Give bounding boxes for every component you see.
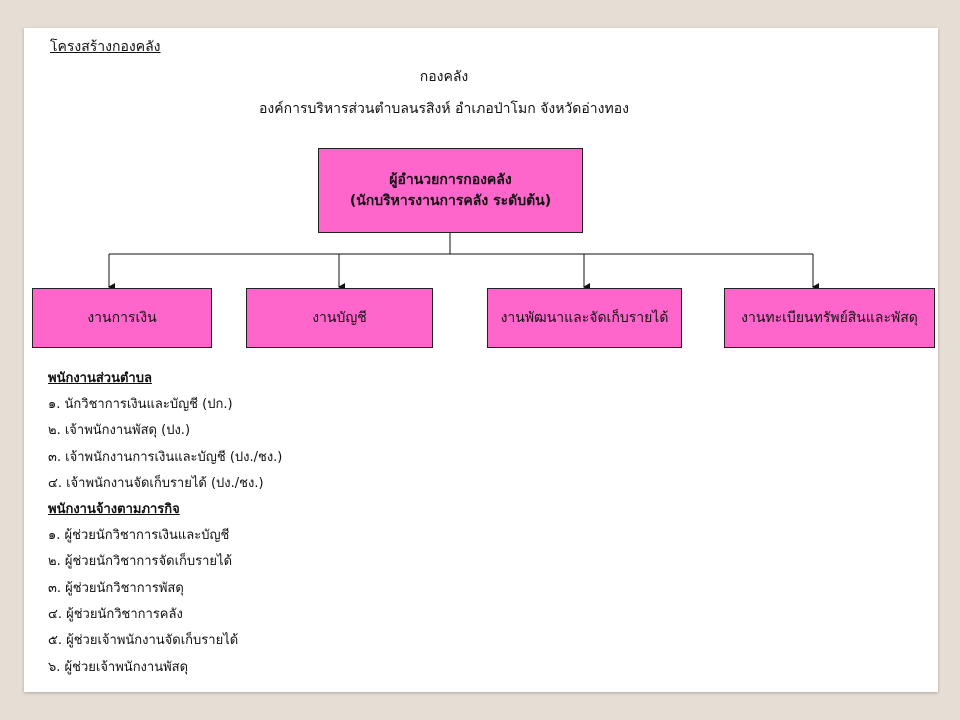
- staff-item: ๓. ผู้ช่วยนักวิชาการพัสดุ: [48, 580, 184, 596]
- staff-item: ๒. ผู้ช่วยนักวิชาการจัดเก็บรายได้: [48, 554, 233, 570]
- staff-item: ๔. ผู้ช่วยนักวิชาการคลัง: [48, 607, 183, 623]
- staff-item: ๑. นักวิชาการเงินและบัญชี (ปก.): [48, 397, 233, 412]
- staff-list: พนักงานส่วนตำบล ๑. นักวิชาการเงินและบัญช…: [48, 366, 282, 681]
- organization-subheading: องค์การบริหารส่วนตำบลนรสิงห์ อำเภอป่าโมก…: [259, 101, 629, 117]
- staff-item: ๑. ผู้ช่วยนักวิชาการเงินและบัญชี: [48, 528, 230, 544]
- director-title: ผู้อำนวยการกองคลัง: [389, 172, 512, 189]
- staff-item: ๖. ผู้ช่วยเจ้าพนักงานพัสดุ: [48, 659, 189, 675]
- unit-label: งานทะเบียนทรัพย์สินและพัสดุ: [741, 309, 918, 326]
- unit-label: งานพัฒนาและจัดเก็บรายได้: [500, 309, 669, 326]
- director-box: ผู้อำนวยการกองคลัง (นักบริหารงานการคลัง …: [318, 148, 583, 233]
- permanent-staff-heading: พนักงานส่วนตำบล: [48, 371, 152, 386]
- staff-item: ๕. ผู้ช่วยเจ้าพนักงานจัดเก็บรายได้: [48, 633, 239, 649]
- staff-item: ๔. เจ้าพนักงานจัดเก็บรายได้ (ปง./ชง.): [48, 475, 264, 491]
- org-chart-connectors: [108, 233, 819, 291]
- document-page: โครงสร้างกองคลัง กองคลัง องค์การบริหารส่…: [24, 28, 938, 692]
- contract-staff-heading: พนักงานจ้างตามภารกิจ: [48, 502, 180, 518]
- staff-item: ๓. เจ้าพนักงานการเงินและบัญชี (ปง./ชง.): [48, 449, 283, 465]
- section-title: โครงสร้างกองคลัง: [50, 39, 161, 55]
- staff-item: ๒. เจ้าพนักงานพัสดุ (ปง.): [48, 423, 191, 439]
- unit-box-revenue: งานพัฒนาและจัดเก็บรายได้: [487, 288, 682, 348]
- unit-box-accounting: งานบัญชี: [246, 288, 433, 348]
- unit-label: งานการเงิน: [87, 309, 157, 326]
- director-subtitle: (นักบริหารงานการคลัง ระดับต้น): [349, 192, 552, 209]
- unit-box-assets-supplies: งานทะเบียนทรัพย์สินและพัสดุ: [724, 288, 935, 348]
- unit-box-finance: งานการเงิน: [32, 288, 212, 348]
- department-heading: กองคลัง: [419, 69, 469, 85]
- unit-label: งานบัญชี: [312, 309, 367, 326]
